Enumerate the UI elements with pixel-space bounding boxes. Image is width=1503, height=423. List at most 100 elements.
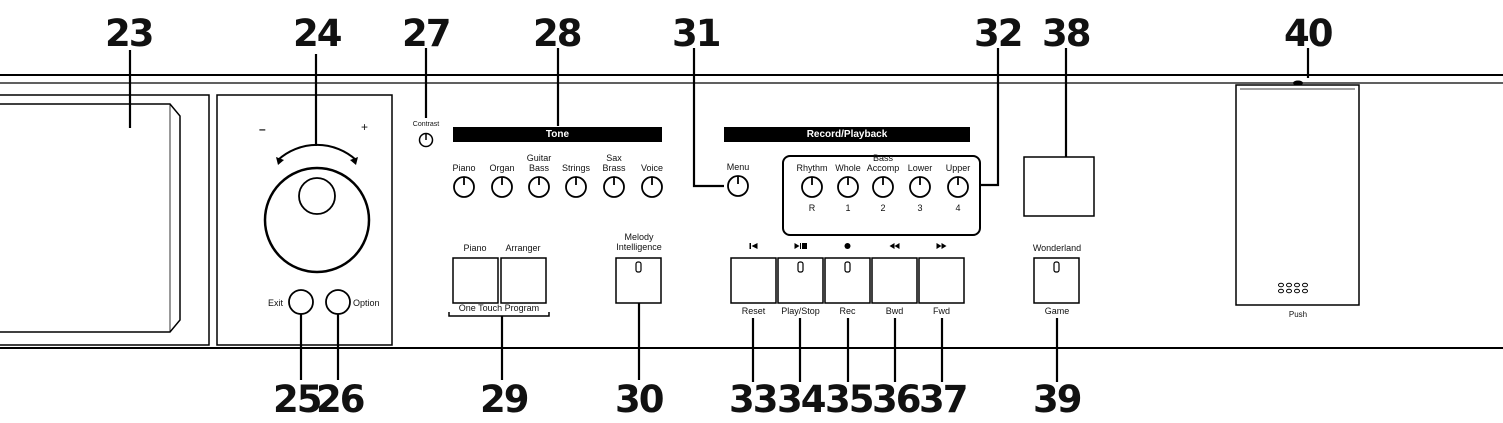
callout-36: 36	[872, 378, 921, 421]
play-stop-icon	[794, 243, 807, 249]
option-button	[325, 289, 351, 315]
track-number-4: 4	[955, 203, 961, 213]
transport-button-3	[871, 257, 918, 304]
dial-section	[216, 94, 393, 346]
dial-minus-label: –	[259, 122, 266, 136]
one-touch-program-label: One Touch Program	[458, 303, 540, 313]
track-number-2: 2	[880, 203, 886, 213]
callout-38: 38	[1042, 12, 1091, 55]
callout-24: 24	[293, 12, 342, 55]
record-button-label-4: Upper	[945, 163, 971, 173]
contrast-knob	[418, 132, 434, 148]
tone-header: Tone	[453, 127, 662, 142]
callout-35: 35	[825, 378, 874, 421]
exit-button	[288, 289, 314, 315]
melody-intelligence-button	[615, 257, 662, 304]
record-playback-header: Record/Playback	[724, 127, 970, 142]
transport-button-1	[777, 257, 824, 304]
dial-arc-right-arrow	[350, 157, 358, 165]
callout-34: 34	[777, 378, 826, 421]
callout-39: 39	[1033, 378, 1082, 421]
callout-40: 40	[1284, 12, 1333, 55]
callout-26: 26	[316, 378, 365, 421]
wonderland-label: Wonderland	[1032, 243, 1082, 253]
record-icon	[844, 243, 851, 249]
tone-button-label-1: Organ	[489, 163, 515, 173]
tone-buttons	[453, 176, 663, 198]
record-button-label-1: Whole	[835, 163, 861, 173]
transport-label-4: Fwd	[932, 306, 951, 316]
callout-29: 29	[480, 378, 529, 421]
tone-button-label-2: Guitar Bass	[526, 153, 552, 173]
menu-label: Menu	[726, 162, 750, 172]
push-dot-1-1	[1286, 288, 1292, 294]
record-buttons-frame	[782, 155, 981, 236]
track-number-1: 1	[845, 203, 851, 213]
melody-intelligence-label: Melody Intelligence	[616, 232, 662, 252]
transport-button-0	[730, 257, 777, 304]
exit-label: Exit	[268, 298, 284, 308]
callout-37: 37	[919, 378, 968, 421]
dial-arc	[277, 143, 357, 161]
record-button-label-3: Lower	[907, 163, 933, 173]
callout-32: 32	[974, 12, 1023, 55]
tone-button-label-4: Sax Brass	[602, 153, 626, 173]
otp-arranger-label: Arranger	[505, 243, 541, 253]
callout-33: 33	[729, 378, 778, 421]
option-label: Option	[353, 298, 380, 308]
otp-bracket	[448, 312, 550, 317]
push-cover	[1235, 80, 1360, 306]
dial-outer-ring	[263, 166, 371, 274]
push-dot-0-1	[1278, 288, 1284, 294]
transport-label-0: Reset	[741, 306, 766, 316]
callout-31: 31	[672, 12, 721, 55]
transport-label-1: Play/Stop	[781, 306, 820, 316]
callout-23: 23	[105, 12, 154, 55]
transport-label-2: Rec	[839, 306, 856, 316]
otp-piano-button	[452, 257, 499, 304]
display-screen	[0, 94, 210, 346]
contrast-label: Contrast	[412, 121, 440, 128]
rewind-icon	[889, 243, 900, 249]
track-number-0: R	[808, 203, 816, 213]
tone-button-label-3: Strings	[561, 163, 591, 173]
push-dot-3-0	[1302, 282, 1308, 288]
record-button-label-2: Bass Accomp	[866, 153, 900, 173]
push-dot-0-0	[1278, 282, 1284, 288]
cover-latch	[1293, 80, 1303, 86]
fast-forward-icon	[936, 243, 947, 249]
dial-finger-grip	[298, 177, 336, 215]
dial-arc-left-arrow	[276, 157, 284, 165]
record-button-label-0: Rhythm	[796, 163, 828, 173]
transport-buttons	[730, 243, 965, 304]
push-dot-3-1	[1302, 288, 1308, 294]
game-label: Game	[1044, 306, 1070, 316]
otp-piano-label: Piano	[463, 243, 487, 253]
push-dot-1-0	[1286, 282, 1292, 288]
callout-25: 25	[273, 378, 322, 421]
leader-lines	[128, 48, 1310, 382]
callout-30: 30	[615, 378, 664, 421]
track-number-3: 3	[917, 203, 923, 213]
transport-led-1	[797, 261, 804, 273]
tone-button-label-5: Voice	[640, 163, 664, 173]
wonderland-button	[1033, 257, 1080, 304]
tone-button-label-0: Piano	[452, 163, 476, 173]
reset-icon	[749, 243, 758, 249]
otp-arranger-button	[500, 257, 547, 304]
transport-button-2	[824, 257, 871, 304]
transport-led-2	[844, 261, 851, 273]
record-buttons	[801, 176, 969, 198]
push-dots	[1278, 282, 1308, 294]
callout-28: 28	[533, 12, 582, 55]
menu-button	[727, 175, 749, 197]
dial-plus-label: +	[361, 120, 369, 134]
push-dot-2-0	[1294, 282, 1300, 288]
display-window-38	[1023, 156, 1095, 217]
transport-label-3: Bwd	[885, 306, 904, 316]
callout-27: 27	[402, 12, 451, 55]
push-dot-2-1	[1294, 288, 1300, 294]
transport-button-4	[918, 257, 965, 304]
